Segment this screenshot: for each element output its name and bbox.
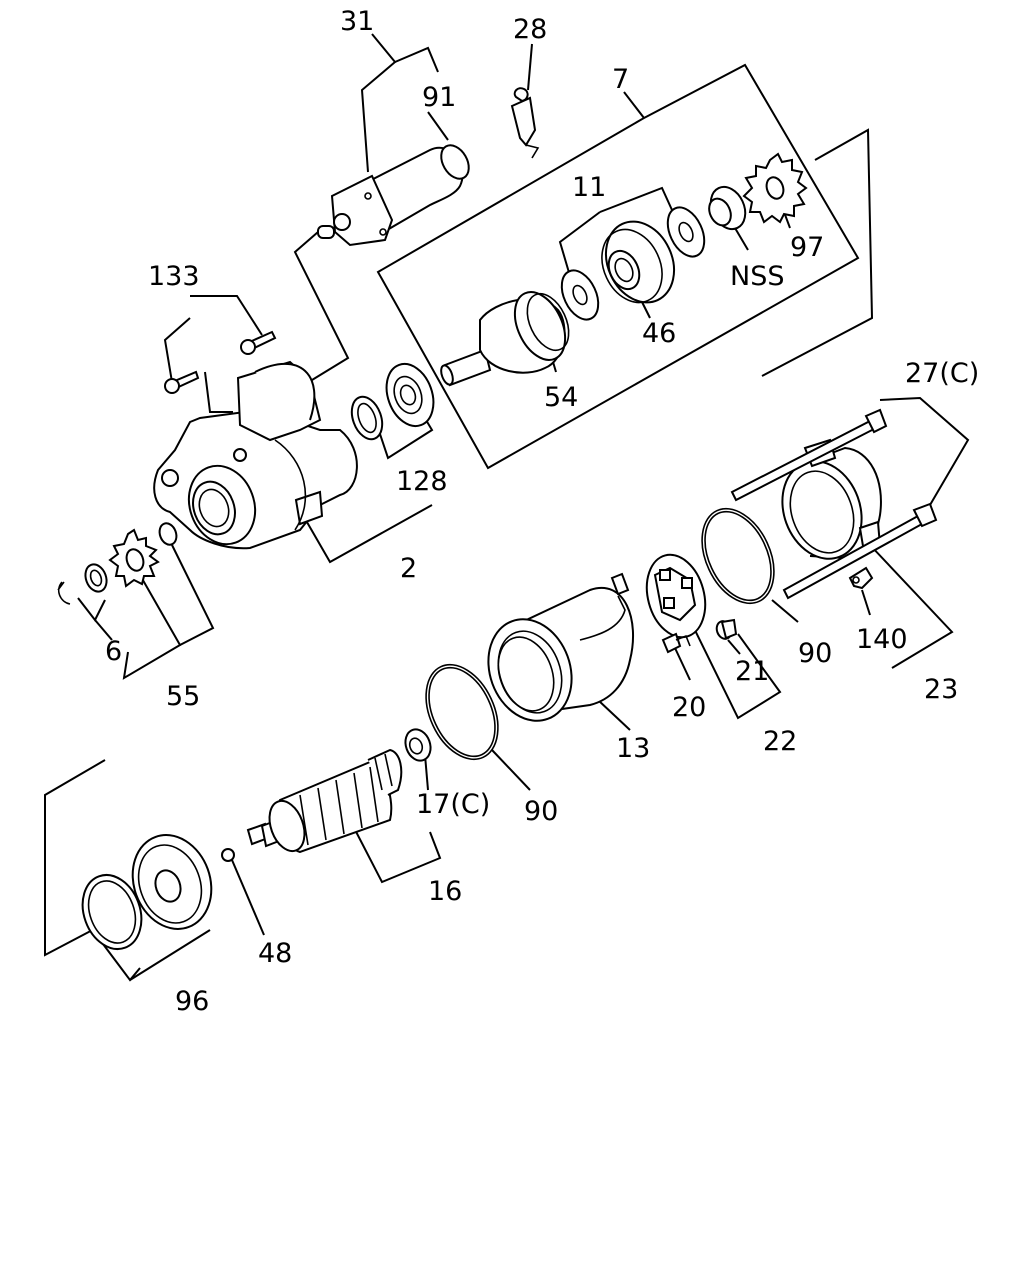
shim-part-nss [708,185,747,231]
label-133: 133 [148,261,200,292]
label-20: 20 [672,692,706,723]
label-90-right: 90 [798,638,832,669]
bearing-part-17c [404,728,432,762]
label-90-middle: 90 [524,796,558,827]
label-nss: NSS [730,261,784,292]
retainer-part-6 [57,563,108,605]
label-27c: 27(C) [905,358,979,389]
clip-part-140 [848,566,874,590]
label-11: 11 [572,172,606,203]
o-ring-part-90-middle [425,663,499,761]
label-28: 28 [513,14,547,45]
terminal-part-28 [510,87,540,159]
clutch-part-54 [440,291,570,387]
label-48: 48 [258,938,292,969]
screw-part-21 [715,618,738,640]
gear-part-46 [601,220,676,304]
ball-part-48 [221,848,235,862]
label-97: 97 [790,232,824,263]
pinion-part-55 [108,522,178,588]
label-6: 6 [105,636,122,667]
gear-part-97 [742,152,808,224]
part-labels: 31 91 28 7 11 97 NSS 46 54 133 128 2 27(… [105,6,979,1017]
label-31: 31 [340,6,374,37]
label-23: 23 [924,674,958,705]
label-96: 96 [175,986,209,1017]
label-7: 7 [612,64,629,95]
label-128: 128 [396,466,448,497]
armature-part-16 [246,748,403,854]
through-bolts-part-27c [730,408,938,600]
label-140: 140 [856,624,908,655]
label-91: 91 [422,82,456,113]
label-16: 16 [428,876,462,907]
bearing-part-128 [350,363,435,441]
washers-part-11 [560,206,706,321]
solenoid-part-91 [317,144,470,247]
brush-holder-part-22 [645,553,707,639]
end-plate-part-96 [81,834,213,950]
label-54: 54 [544,382,578,413]
label-46: 46 [642,318,676,349]
o-ring-part-90-right [701,507,775,605]
yoke-part-13 [487,572,634,722]
rear-cover-part-23 [781,438,882,560]
label-55: 55 [166,681,200,712]
drive-housing-part-2 [153,360,358,550]
label-13: 13 [616,733,650,764]
label-21: 21 [735,656,769,687]
label-22: 22 [763,726,797,757]
label-17c: 17(C) [416,789,490,820]
brush-part-20 [661,632,691,654]
label-2: 2 [400,553,417,584]
bolts-part-133 [164,330,277,394]
